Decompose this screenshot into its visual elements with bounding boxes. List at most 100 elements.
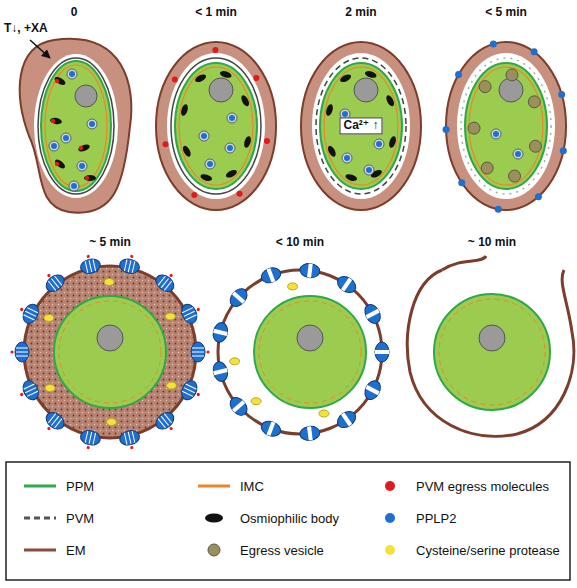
pplp2-pore bbox=[211, 321, 229, 344]
pplp2-pore bbox=[16, 378, 41, 404]
legend-item: IMC bbox=[196, 478, 264, 494]
osmiophilic-body bbox=[53, 75, 66, 86]
legend-swatch bbox=[196, 542, 232, 558]
pplp2-pore bbox=[40, 268, 67, 295]
legend-text: PVM bbox=[66, 511, 94, 526]
membrane bbox=[461, 58, 551, 194]
legend-swatch bbox=[196, 478, 232, 494]
legend-text: Cysteine/serine protease bbox=[416, 543, 560, 558]
time-label: < 10 min bbox=[276, 236, 324, 249]
osmiophilic-body bbox=[200, 173, 213, 182]
cell-stage-4 bbox=[10, 253, 209, 452]
cell-stage-5 bbox=[211, 262, 389, 441]
membrane bbox=[34, 54, 118, 198]
pplp2-pore bbox=[179, 300, 204, 326]
membrane bbox=[41, 61, 111, 191]
pplp2-pore bbox=[299, 262, 321, 278]
membrane bbox=[175, 63, 257, 189]
membrane bbox=[469, 67, 543, 185]
pplp2-pore bbox=[16, 300, 41, 326]
osmiophilic-body bbox=[225, 168, 238, 179]
legend-item: Osmiophilic body bbox=[196, 510, 339, 526]
osmiophilic-body bbox=[385, 94, 396, 107]
egress-vesicle bbox=[479, 81, 491, 93]
membrane bbox=[446, 42, 566, 210]
legend-text: PPM bbox=[66, 479, 94, 494]
osmiophilic-body bbox=[219, 70, 232, 79]
pplp2-pore bbox=[362, 378, 384, 402]
osmiophilic-body bbox=[339, 73, 352, 84]
membrane bbox=[167, 53, 265, 199]
pplp2-pore bbox=[40, 409, 67, 436]
membrane bbox=[45, 65, 107, 187]
pplp2-pore bbox=[362, 302, 384, 326]
legend-frame bbox=[6, 462, 570, 580]
osmiophilic-body bbox=[53, 158, 66, 170]
pplp2-pore bbox=[10, 342, 29, 362]
legend-item: PVM egress molecules bbox=[372, 478, 549, 494]
legend-swatch bbox=[372, 510, 408, 526]
osmiophilic-body bbox=[325, 103, 334, 116]
membrane bbox=[316, 58, 406, 194]
pplp2-pore bbox=[118, 429, 142, 452]
legend-item: PVM bbox=[22, 510, 94, 526]
pplp2-pore bbox=[375, 342, 389, 362]
osmiophilic-body bbox=[243, 135, 252, 148]
legend-item: Cysteine/serine protease bbox=[372, 542, 560, 558]
pplp2-pore bbox=[227, 285, 251, 309]
osmiophilic-body bbox=[345, 173, 358, 182]
time-label: < 1 min bbox=[195, 6, 237, 19]
legend-swatch bbox=[372, 478, 408, 494]
legend-item: Egress vesicle bbox=[196, 542, 324, 558]
pplp2-pore bbox=[78, 429, 102, 452]
legend-item: PPM bbox=[22, 478, 94, 494]
pplp2-pore bbox=[227, 394, 251, 418]
erythrocyte-membrane bbox=[20, 39, 132, 213]
osmiophilic-body bbox=[326, 144, 337, 157]
time-label: 0 bbox=[71, 6, 78, 19]
membrane bbox=[324, 67, 398, 185]
pplp2-pore bbox=[153, 268, 180, 295]
legend-swatch bbox=[22, 542, 58, 558]
legend-swatch bbox=[372, 542, 408, 558]
membrane bbox=[171, 58, 261, 194]
egress-vesicle bbox=[468, 122, 480, 134]
membrane bbox=[38, 58, 114, 194]
egress-vesicle bbox=[529, 140, 541, 152]
pplp2-pore bbox=[259, 265, 283, 285]
legend-text: Egress vesicle bbox=[240, 543, 324, 558]
membrane bbox=[320, 63, 402, 189]
egress-vesicle bbox=[528, 96, 540, 108]
osmiophilic-body bbox=[84, 175, 96, 181]
membrane bbox=[457, 53, 555, 199]
pplp2-pore bbox=[299, 425, 321, 441]
membrane bbox=[156, 42, 276, 210]
osmiophilic-body bbox=[181, 144, 192, 157]
egress-vesicle bbox=[506, 69, 518, 81]
legend-text: PVM egress molecules bbox=[416, 479, 549, 494]
leader-arrow bbox=[30, 40, 50, 58]
cell-stage-2 bbox=[301, 42, 421, 210]
pplp2-pore bbox=[118, 253, 142, 276]
pplp2-pore bbox=[334, 273, 358, 296]
legend-text: EM bbox=[66, 543, 86, 558]
osmiophilic-body bbox=[194, 73, 207, 84]
osmiophilic-body bbox=[364, 70, 377, 79]
time-label: 2 min bbox=[345, 6, 376, 19]
legend-swatch bbox=[196, 510, 232, 526]
condition-label: T↓, +XA bbox=[4, 22, 48, 35]
legend-swatch bbox=[22, 510, 58, 526]
pplp2-pore bbox=[211, 360, 229, 383]
osmiophilic-body bbox=[50, 117, 63, 125]
osmiophilic-body bbox=[388, 135, 397, 148]
pplp2-pore bbox=[153, 409, 180, 436]
egress-vesicle bbox=[481, 162, 493, 174]
pplp2-pore bbox=[179, 378, 204, 404]
osmiophilic-body bbox=[240, 94, 251, 107]
cell-stage-1 bbox=[156, 42, 276, 210]
pplp2-pore bbox=[78, 253, 102, 276]
pplp2-pore bbox=[334, 408, 358, 431]
legend-swatch bbox=[22, 478, 58, 494]
